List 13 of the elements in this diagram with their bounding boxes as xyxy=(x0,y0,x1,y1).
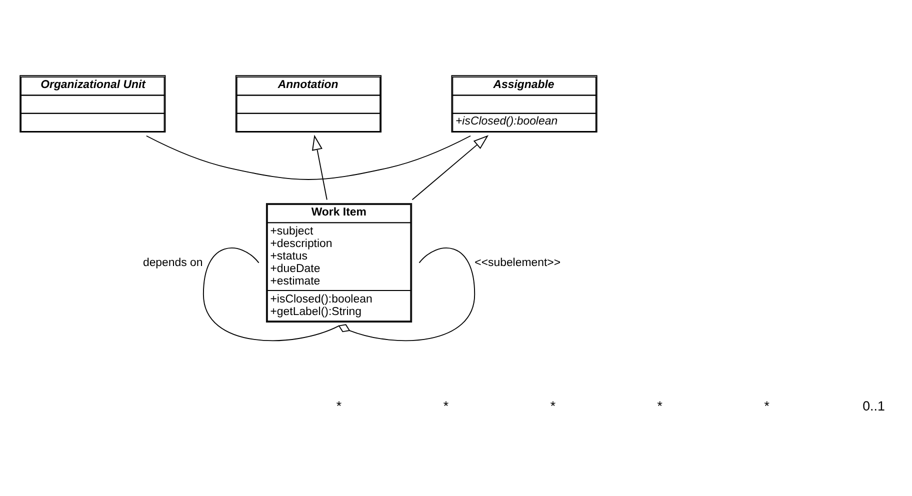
label: 0..1 xyxy=(862,398,885,414)
edge-label: depends on xyxy=(142,256,203,269)
label: * xyxy=(336,398,342,414)
connector xyxy=(338,248,476,342)
label: * xyxy=(657,398,662,414)
label: * xyxy=(550,398,556,414)
label: * xyxy=(443,398,449,414)
edge-label: <<subelement>> xyxy=(474,256,561,269)
arrow xyxy=(412,135,489,200)
connector xyxy=(202,248,340,342)
label: * xyxy=(764,398,770,414)
connector xyxy=(146,135,471,180)
arrow xyxy=(312,134,328,200)
